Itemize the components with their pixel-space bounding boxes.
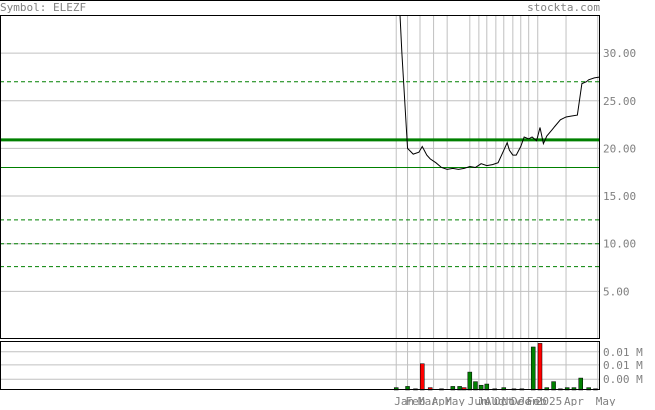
price-layer [399, 15, 600, 170]
volume-bar-up [473, 381, 478, 391]
x-tick-label: Apr [432, 395, 452, 406]
volume-bar-up [578, 377, 584, 391]
volume-tick-label: 0.00 M [603, 373, 643, 386]
x-tick-label: Jun [468, 395, 488, 406]
volume-layer [393, 343, 598, 391]
price-line [399, 15, 600, 170]
x-tick-label: Feb [527, 395, 547, 406]
x-tick-label: Oct [494, 395, 514, 406]
x-tick-label: Dec [511, 395, 531, 406]
x-tick-label: Apr [564, 395, 584, 406]
volume-tick-label: 0.01 M [603, 346, 643, 359]
y-tick-label: 30.00 [603, 47, 636, 60]
x-tick-label: Nov [502, 395, 522, 406]
x-tick-label: May [596, 395, 616, 406]
x-tick-label: Mar [418, 395, 438, 406]
price-panel-frame [0, 15, 600, 339]
x-tick-label: Feb [406, 395, 426, 406]
volume-bar-up [467, 371, 473, 391]
volume-bar-up [530, 346, 536, 391]
label-layer: Symbol: ELEZF stockta.com 30.00 25.00 20.0… [0, 1, 643, 408]
x-tick-label: Jan [394, 395, 414, 406]
x-tick-label: Jan [519, 395, 539, 406]
volume-bar-up [551, 381, 556, 391]
y-tick-label: 5.00 [603, 285, 630, 298]
grid-layer [0, 15, 600, 390]
x-tick-label: May [445, 395, 465, 406]
level-layer [0, 81, 600, 268]
x-tick-label: Jul [477, 395, 497, 406]
symbol-label: Symbol: ELEZF [0, 1, 86, 14]
volume-panel-frame [0, 341, 600, 390]
site-label: stockta.com [527, 1, 600, 14]
y-tick-label: 25.00 [603, 95, 636, 108]
frame-layer [0, 0, 600, 390]
volume-bar-down [537, 343, 543, 391]
volume-bar-down [420, 363, 425, 391]
x-tick-label: Aug [485, 395, 505, 406]
x-tick-label: 2025 [536, 395, 563, 406]
y-tick-label: 10.00 [603, 238, 636, 251]
y-tick-label: 20.00 [603, 142, 636, 155]
y-tick-label: 15.00 [603, 190, 636, 203]
volume-tick-label: 0.01 M [603, 359, 643, 372]
